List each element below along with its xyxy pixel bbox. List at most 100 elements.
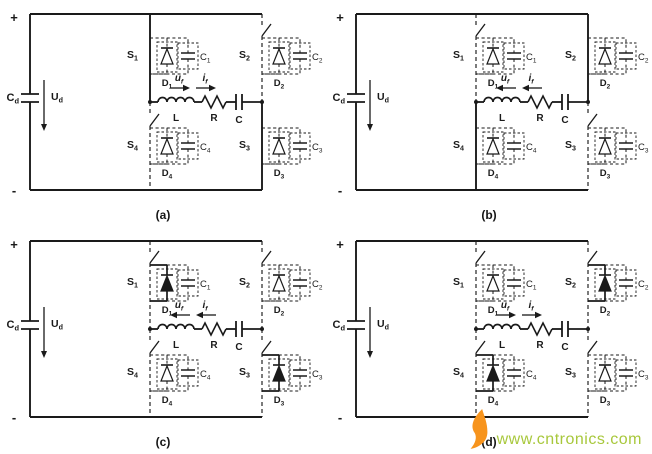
label-uf: uf xyxy=(175,73,184,86)
label-ud: Ud xyxy=(51,318,63,332)
label-cd: Cd xyxy=(332,92,345,106)
label-diode-3: D3 xyxy=(600,395,611,408)
label-switch-4: S4 xyxy=(127,139,138,153)
label-diode-3: D3 xyxy=(600,168,611,181)
label-if: if xyxy=(202,300,208,313)
label-switch-3: S3 xyxy=(565,366,576,380)
label-minus: - xyxy=(338,183,342,198)
label-cd: Cd xyxy=(6,319,19,333)
label-C: C xyxy=(561,342,568,353)
diode-D4 xyxy=(486,137,500,155)
label-cap-4: C4 xyxy=(526,369,537,382)
diode-D1 xyxy=(160,47,174,65)
diode-D1 xyxy=(486,47,500,65)
label-switch-2: S2 xyxy=(239,276,250,290)
label-switch-2: S2 xyxy=(565,49,576,63)
diode-D3 xyxy=(598,364,612,382)
label-cap-1: C1 xyxy=(526,279,537,292)
label-diode-1: D1 xyxy=(162,78,173,91)
label-switch-1: S1 xyxy=(453,276,464,290)
label-plus: + xyxy=(10,237,18,252)
label-cap-1: C1 xyxy=(200,52,211,65)
label-L: L xyxy=(173,113,179,124)
label-R: R xyxy=(536,113,544,124)
label-minus: - xyxy=(12,183,16,198)
label-switch-3: S3 xyxy=(239,366,250,380)
label-switch-1: S1 xyxy=(127,276,138,290)
label-diode-3: D3 xyxy=(274,168,285,181)
label-diode-4: D4 xyxy=(162,395,173,408)
resistor xyxy=(527,94,553,110)
diode-D4 xyxy=(160,364,174,382)
label-switch-3: S3 xyxy=(239,139,250,153)
diode-D1 xyxy=(486,274,500,292)
label-switch-4: S4 xyxy=(127,366,138,380)
label-L: L xyxy=(499,113,505,124)
label-switch-1: S1 xyxy=(127,49,138,63)
inductor xyxy=(483,323,521,330)
label-cap-2: C2 xyxy=(312,52,323,65)
label-cap-1: C1 xyxy=(526,52,537,65)
label-diode-1: D1 xyxy=(488,78,499,91)
diode-D3 xyxy=(598,137,612,155)
diode-D3 xyxy=(272,137,286,155)
label-switch-2: S2 xyxy=(565,276,576,290)
label-C: C xyxy=(561,115,568,126)
resistor xyxy=(201,321,227,337)
inductor xyxy=(157,323,195,330)
label-minus: - xyxy=(338,410,342,425)
label-plus: + xyxy=(336,237,344,252)
diode-D4 xyxy=(160,137,174,155)
diode-D3 xyxy=(272,364,286,382)
label-cap-2: C2 xyxy=(638,279,649,292)
label-uf: uf xyxy=(175,300,184,313)
label-diode-1: D1 xyxy=(488,305,499,318)
panel-caption-b: (b) xyxy=(481,208,497,222)
flame-logo-icon xyxy=(470,409,487,449)
diode-D2 xyxy=(272,274,286,292)
resistor xyxy=(527,321,553,337)
ud-arrow xyxy=(367,351,373,358)
label-cap-3: C3 xyxy=(638,369,649,382)
label-diode-2: D2 xyxy=(600,78,611,91)
label-switch-4: S4 xyxy=(453,366,464,380)
label-plus: + xyxy=(336,10,344,25)
label-plus: + xyxy=(10,10,18,25)
label-if: if xyxy=(528,300,534,313)
watermark-text: www.cntronics.com xyxy=(496,430,642,448)
label-diode-3: D3 xyxy=(274,395,285,408)
inductor xyxy=(157,96,195,103)
label-cap-3: C3 xyxy=(638,142,649,155)
diode-D4 xyxy=(486,364,500,382)
label-cap-1: C1 xyxy=(200,279,211,292)
label-ud: Ud xyxy=(377,91,389,105)
label-cd: Cd xyxy=(6,92,19,106)
label-cap-2: C2 xyxy=(312,279,323,292)
label-cap-2: C2 xyxy=(638,52,649,65)
label-diode-2: D2 xyxy=(274,305,285,318)
label-diode-2: D2 xyxy=(600,305,611,318)
label-cap-4: C4 xyxy=(200,142,211,155)
diode-D2 xyxy=(598,274,612,292)
label-diode-4: D4 xyxy=(162,168,173,181)
